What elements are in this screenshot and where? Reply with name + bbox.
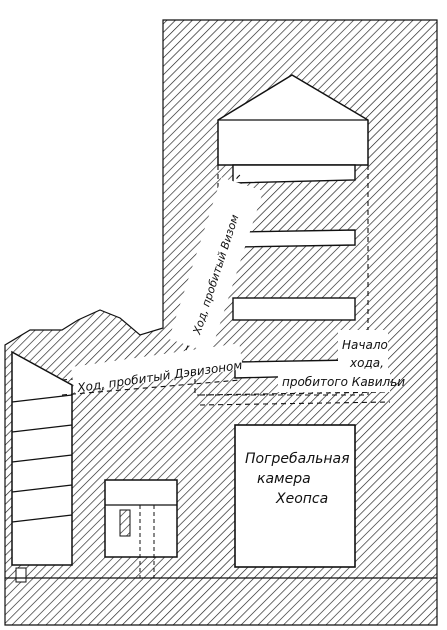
burial-chamber	[234, 424, 356, 568]
burial-chamber-label-2: камера	[257, 471, 311, 487]
grand-gallery-wall	[11, 350, 73, 583]
antechamber	[104, 479, 178, 578]
relieving-chamber-3	[232, 229, 356, 248]
davison-label-bg	[71, 343, 243, 393]
caviglia-label-bg	[278, 370, 390, 392]
burial-chamber-label-3: Хеопса	[275, 491, 328, 507]
caviglia-passage-line	[199, 391, 391, 406]
caviglia-passage-label: пробитого Кавильи	[282, 375, 405, 389]
burial-chamber-label-1: Погребальная	[245, 451, 350, 467]
vyse-label-bg	[168, 177, 264, 353]
caviglia-start-label-1: Начало	[342, 338, 388, 352]
start-label-bg	[338, 330, 388, 372]
relieving-chamber-4	[232, 297, 356, 321]
caviglia-start-label-2: хода,	[349, 356, 384, 370]
relieving-chamber-2	[232, 164, 356, 184]
